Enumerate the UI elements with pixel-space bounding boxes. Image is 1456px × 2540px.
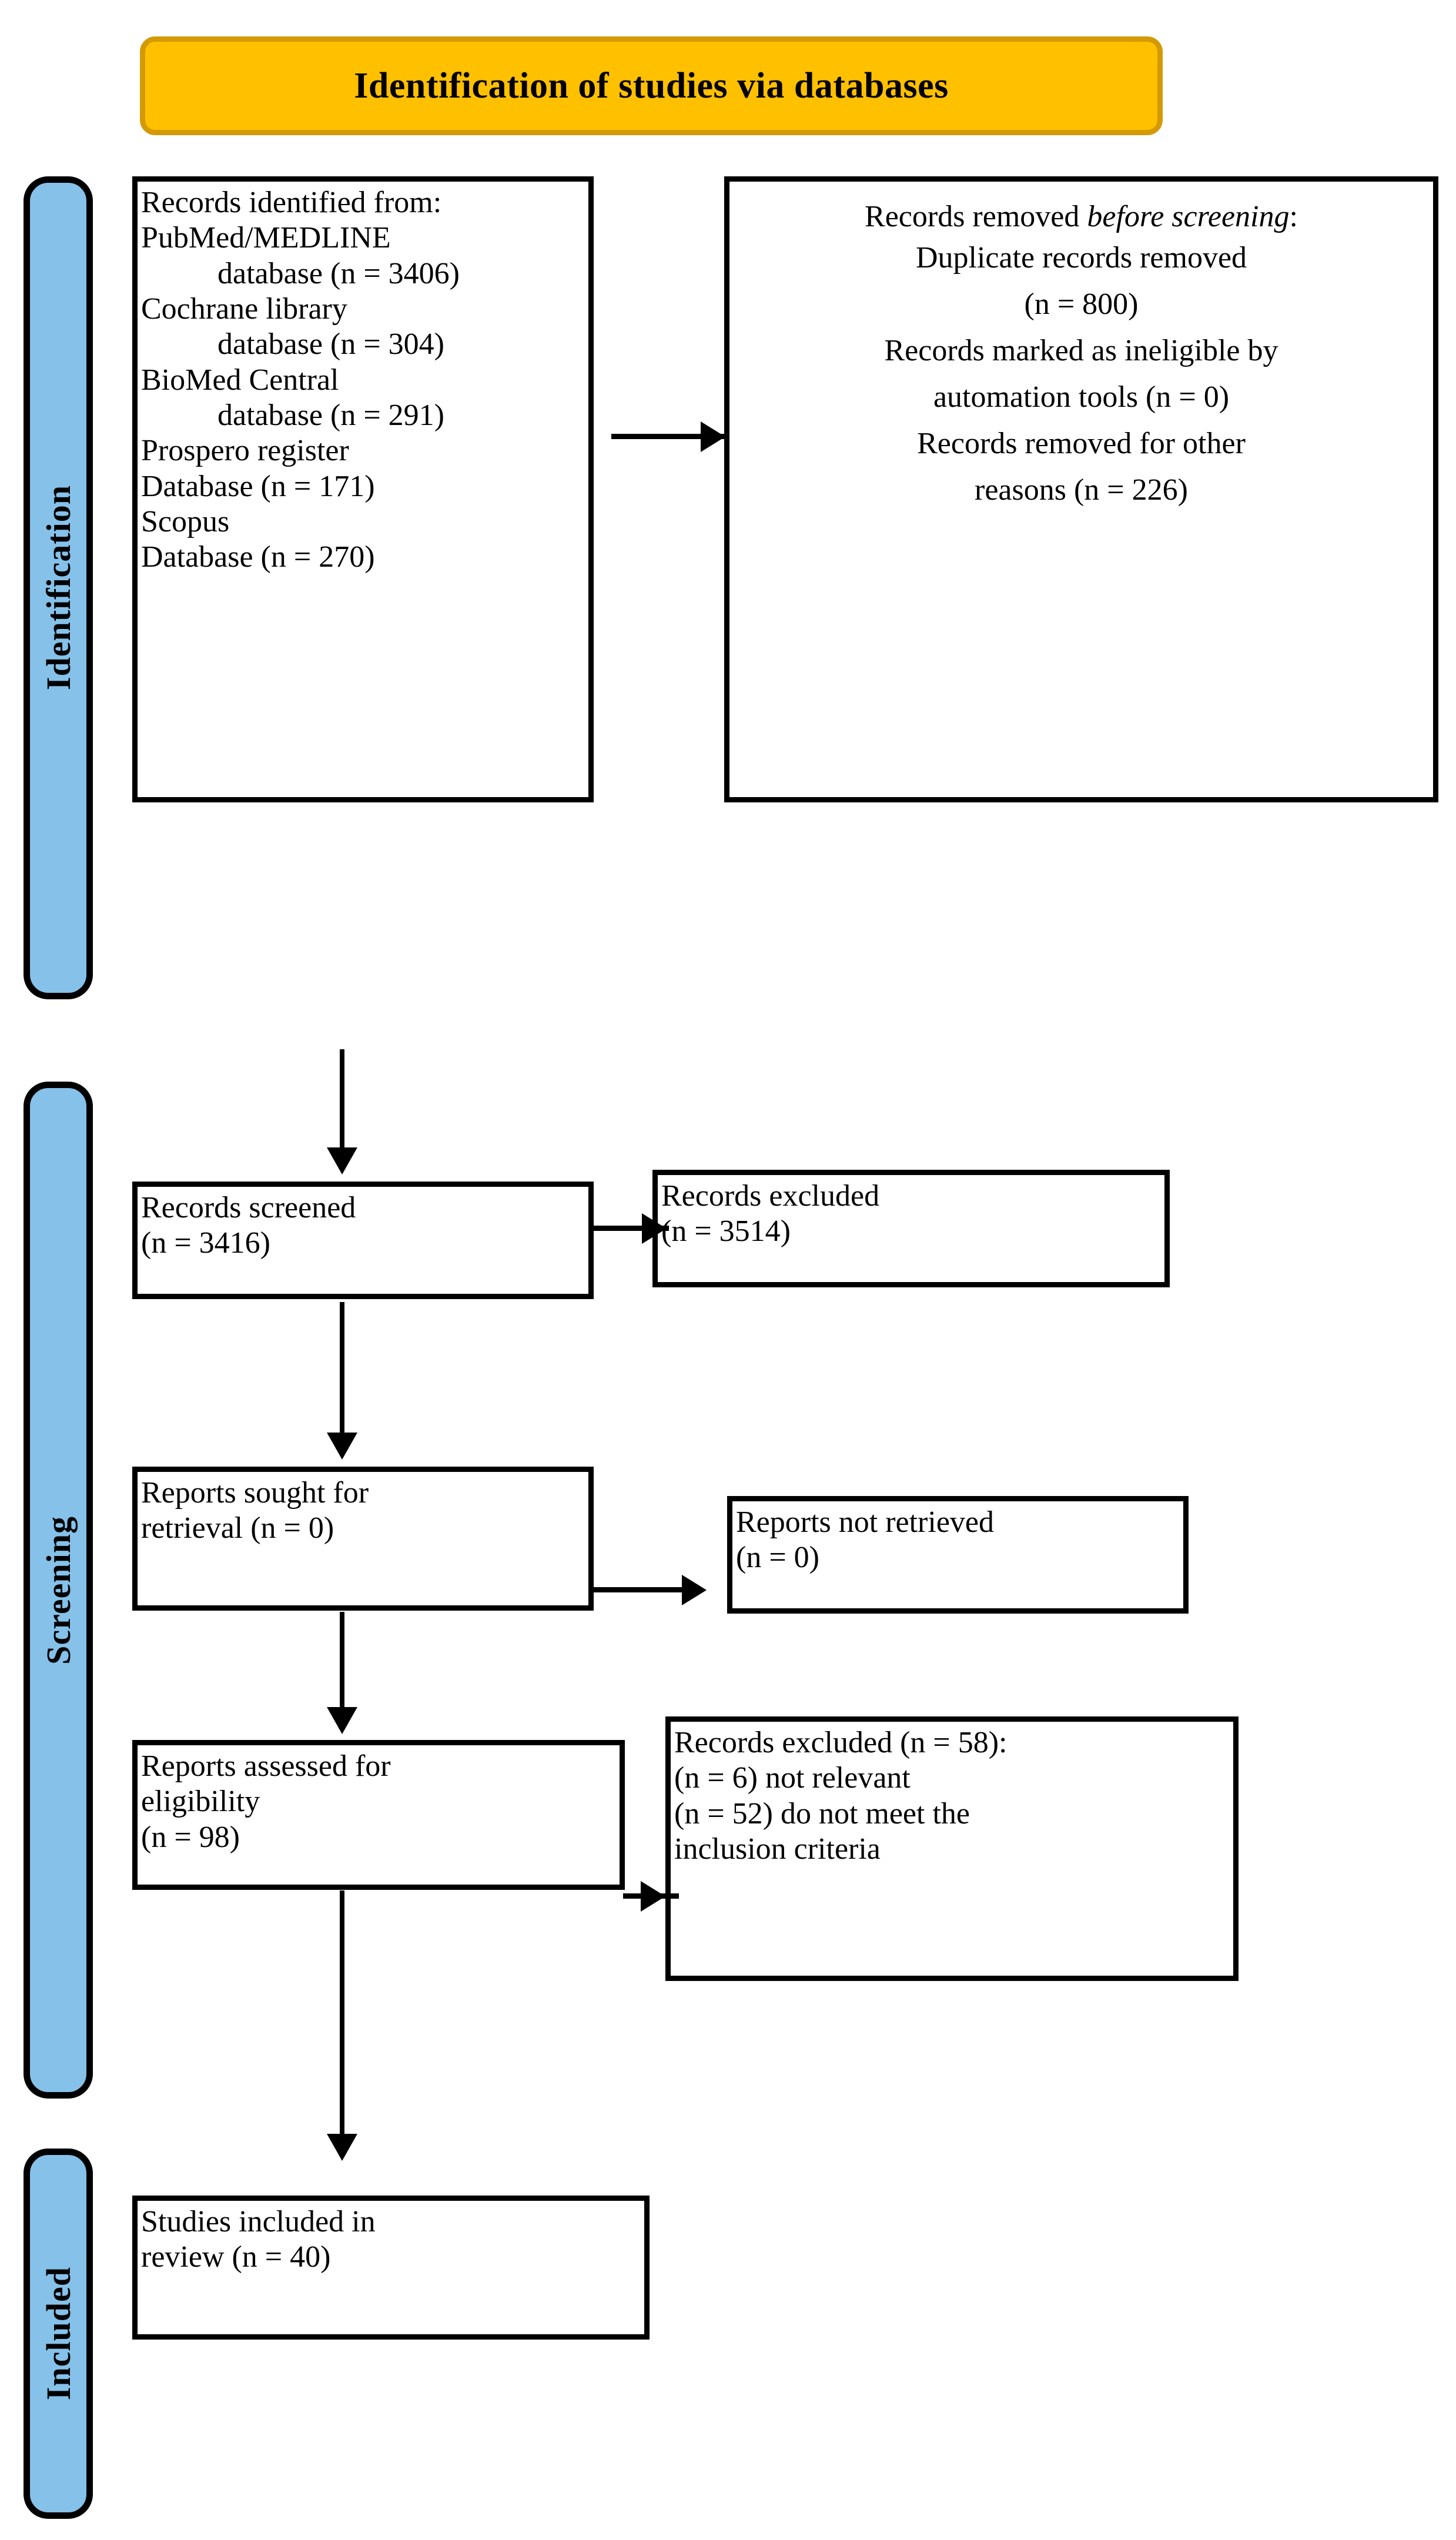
arrow-right-icon [682, 1575, 707, 1605]
box-reports-not-retrieved: Reports not retrieved (n = 0) [727, 1496, 1189, 1614]
stage-pill-identification: Identification [24, 176, 93, 999]
stage-label-identification: Identification [39, 485, 78, 691]
box-records-excluded-screening: Records excluded (n = 3514) [652, 1170, 1170, 1287]
box-records-identified: Records identified from: PubMed/MEDLINE … [132, 176, 594, 802]
connector-line [340, 1890, 344, 2149]
reports-sought-text: Reports sought for retrieval (n = 0) [141, 1476, 369, 1545]
records-excluded-screening-text: Records excluded (n = 3514) [661, 1179, 880, 1249]
connector-line [340, 1612, 344, 1709]
records-removed-heading: Records removed before screening: [754, 199, 1408, 235]
connector-line [593, 1587, 701, 1592]
box-records-excluded-eligibility: Records excluded (n = 58): (n = 6) not r… [665, 1716, 1239, 1981]
arrow-right-icon [642, 1213, 667, 1244]
connector-line [340, 1049, 344, 1152]
records-identified-text: Records identified from: PubMed/MEDLINE … [141, 186, 460, 574]
arrow-right-icon [641, 1881, 665, 1912]
stage-label-included: Included [39, 2267, 78, 2401]
connector-line [593, 1226, 669, 1231]
stage-pill-screening: Screening [24, 1082, 93, 2099]
box-records-screened: Records screened (n = 3416) [132, 1182, 594, 1299]
identification-banner: Identification of studies via databases [140, 36, 1163, 135]
arrow-down-icon [327, 1433, 357, 1460]
box-reports-assessed-for-eligibility: Reports assessed for eligibility (n = 98… [132, 1740, 625, 1890]
arrow-down-icon [327, 2134, 357, 2161]
stage-pill-included: Included [24, 2149, 93, 2519]
records-removed-suffix: : [1289, 200, 1298, 233]
stage-label-screening: Screening [39, 1515, 78, 1665]
connector-line [340, 1302, 344, 1434]
records-excluded-eligibility-text: Records excluded (n = 58): (n = 6) not r… [674, 1726, 1008, 1866]
reports-not-retrieved-text: Reports not retrieved (n = 0) [736, 1505, 994, 1575]
connector-line [611, 434, 729, 439]
arrow-down-icon [327, 1147, 357, 1174]
box-reports-sought-for-retrieval: Reports sought for retrieval (n = 0) [132, 1467, 594, 1611]
studies-included-text: Studies included in review (n = 40) [141, 2205, 376, 2274]
records-removed-italic: before screening [1087, 200, 1290, 233]
records-screened-text: Records screened (n = 3416) [141, 1191, 356, 1260]
banner-title: Identification of studies via databases [354, 65, 949, 106]
box-studies-included-in-review: Studies included in review (n = 40) [132, 2196, 650, 2340]
arrow-down-icon [327, 1707, 357, 1734]
box-records-removed-before-screening: Records removed before screening: Duplic… [724, 176, 1438, 802]
reports-assessed-text: Reports assessed for eligibility (n = 98… [141, 1749, 391, 1854]
records-removed-details: Duplicate records removed (n = 800) Reco… [884, 241, 1278, 507]
records-removed-prefix: Records removed [865, 200, 1087, 233]
arrow-right-icon [701, 421, 725, 452]
